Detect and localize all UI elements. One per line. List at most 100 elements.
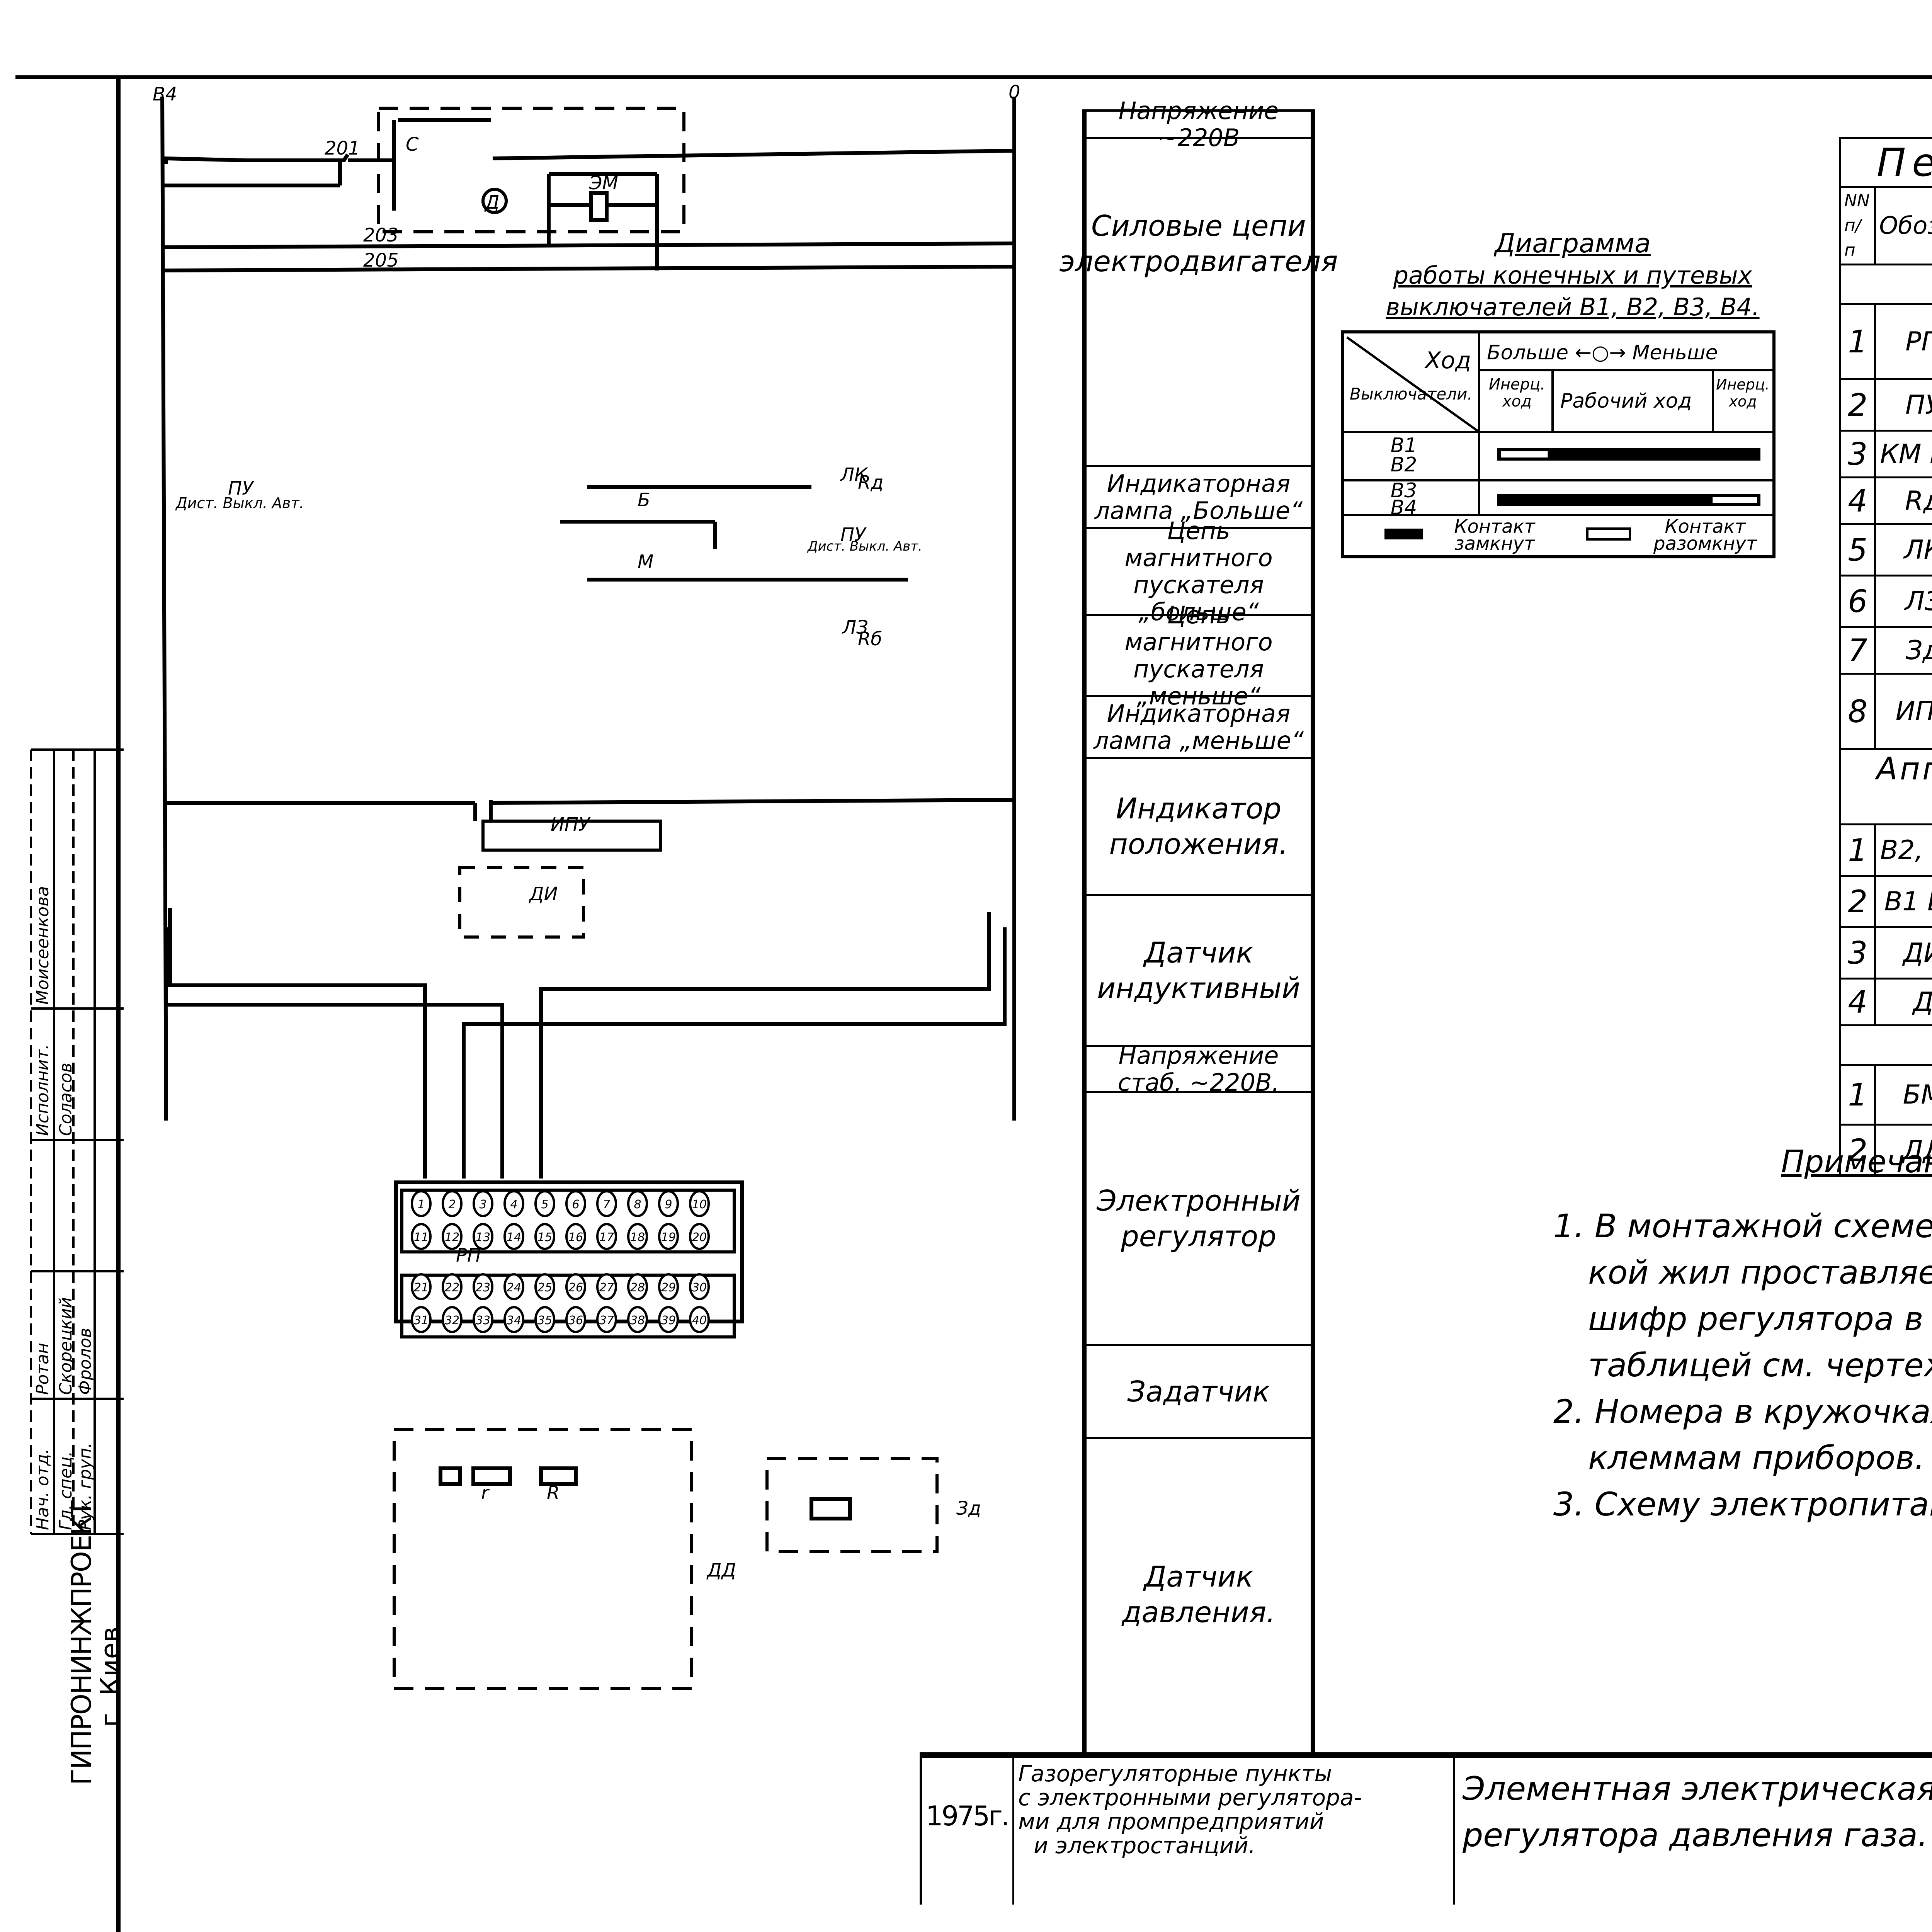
regulator-terminal: [565, 1190, 586, 1217]
relay-m: М: [638, 551, 653, 573]
bus-label-left: В4: [153, 83, 177, 105]
title-block-year-cell: 1975г.: [920, 1758, 1015, 1905]
section-title: Аппаратура местная: [1839, 1024, 1932, 1066]
regulator-terminal-label: 4: [510, 1198, 517, 1211]
regulator-terminal-label: 25: [537, 1281, 552, 1294]
drawing-title-line: Элементная электрическая схема: [1463, 1770, 1932, 1808]
regulator-terminal-label: 19: [661, 1231, 676, 1244]
title-block-description-cell: Газорегуляторные пункты с электронными р…: [1012, 1758, 1455, 1905]
table-row: 3КМ КБКнопка управления2Входит в блок уп…: [1839, 430, 1932, 478]
table-cell-code: Rд: [1874, 476, 1932, 525]
regulator-terminal-label: 6: [572, 1198, 579, 1211]
table-cell-n: 4: [1839, 978, 1876, 1026]
regulator-terminal-label: 9: [665, 1198, 672, 1211]
lamp-lz: ЛЗ: [842, 617, 868, 638]
legend-contact-closed: Контакт замкнут: [1454, 516, 1535, 554]
switch-diagram-title-line: работы конечных и путевых: [1393, 261, 1752, 289]
switch-positions: Дист. Выкл. Авт.: [175, 495, 304, 512]
regulator-terminal-label: 8: [634, 1198, 641, 1211]
regulator-terminal: [503, 1223, 524, 1250]
regulator-terminal-label: 22: [445, 1281, 459, 1294]
table-cell-n: 7: [1839, 626, 1876, 675]
stamp-name: Соласов: [56, 1063, 76, 1136]
legend-cell: Электронный регулятор: [1087, 1093, 1311, 1346]
switch-diagram-corner-top: Ход: [1425, 347, 1471, 374]
regulator-terminal: [627, 1273, 648, 1300]
table-cell-code: ДИ: [1874, 926, 1932, 980]
regulator-terminal-label: 27: [599, 1281, 614, 1294]
resistor-r-small: r: [481, 1482, 490, 1504]
regulator-terminal-label: 33: [476, 1314, 490, 1327]
stamp-name: Ротан: [33, 1343, 53, 1395]
regulator-terminal: [627, 1223, 648, 1250]
terminal: [481, 188, 508, 214]
regulator-terminal: [658, 1223, 679, 1250]
equipment-table-header: NN п/п Обозн. Наименование Тип Кол. Техн…: [1839, 186, 1932, 265]
approval-stamp: Нач. отд. Гл. спец. Рук. груп. Ротан Ско…: [15, 742, 126, 1785]
title-block-drawing-title-cell: Элементная электрическая схема регулятор…: [1453, 1758, 1932, 1905]
regulator-terminal: [658, 1306, 679, 1333]
note-line: клеммам приборов.: [1588, 1439, 1925, 1477]
wire-205: 205: [363, 250, 399, 271]
regulator-terminal: [473, 1306, 493, 1333]
regulator-terminal: [473, 1273, 493, 1300]
table-section-header: Аппаратура на щите: [1839, 264, 1932, 305]
regulator-terminal-label: 21: [414, 1281, 429, 1294]
regulator-terminal: [503, 1273, 524, 1300]
resistor-rb: Rб: [858, 628, 882, 650]
table-cell-code: КМ КБ: [1874, 430, 1932, 478]
legend-cell: Датчик давления.: [1122, 1560, 1276, 1629]
frame-left: [116, 75, 121, 1932]
regulator-terminal: [596, 1273, 617, 1300]
wire-203: 203: [363, 224, 399, 246]
contact-open-bar: [1501, 451, 1548, 457]
stamp-name: Моисеенкова: [33, 886, 53, 1005]
switch-diagram-phase: Рабочий ход: [1560, 389, 1692, 413]
setpoint-label: Зд: [956, 1498, 981, 1519]
title-block: 1975г. Газорегуляторные пункты с электро…: [920, 1752, 1932, 1905]
regulator-terminal-label: 23: [476, 1281, 490, 1294]
project-description-line: ми для промпредприятий: [1018, 1808, 1324, 1835]
table-row: 2ДДМанометр бесшкальный.МЭД1: [1839, 1124, 1932, 1177]
circuit-legend: Напряжение ~220В Силовые цепи электродви…: [1059, 97, 1338, 1756]
regulator-terminal: [658, 1190, 679, 1217]
table-cell-code: В2, В3: [1874, 823, 1932, 877]
switch-diagram-phase: Инерц. ход: [1488, 376, 1545, 410]
regulator-terminal: [473, 1190, 493, 1217]
column-header: NN п/п: [1839, 186, 1876, 265]
regulator-terminal: [442, 1306, 463, 1333]
regulator-terminal-label: 14: [507, 1231, 521, 1244]
regulator-terminal: [503, 1306, 524, 1333]
table-cell-n: 1: [1839, 1064, 1876, 1126]
table-cell-n: 2: [1839, 378, 1876, 432]
regulator-terminal-label: 13: [476, 1231, 490, 1244]
note-line: шифр регулятора в соответствии с: [1588, 1300, 1932, 1338]
table-cell-code: В1 В4: [1874, 875, 1932, 928]
regulator-terminal-label: 28: [630, 1281, 645, 1294]
table-cell-n: 6: [1839, 575, 1876, 628]
table-row: 4ДЭлектродвигательДАУ-101: [1839, 978, 1932, 1026]
note-line: таблицей см. чертеж АТ-5.: [1588, 1346, 1932, 1384]
switch-label-right: ПУ: [840, 524, 867, 546]
table-cell-code: Зд: [1874, 626, 1932, 675]
table-cell-code: ЛЗ: [1874, 575, 1932, 628]
regulator-terminal: [442, 1223, 463, 1250]
stamp-role: Исполнит.: [33, 1044, 53, 1136]
bus-label-right: 0: [1009, 82, 1020, 103]
notes-title: Примечания: [1781, 1144, 1932, 1180]
table-cell-code: ИПУ: [1874, 673, 1932, 750]
regulator-terminal-label: 20: [692, 1231, 707, 1244]
table-row: 1БММагнитный пускательМКР-0-581~220В =24…: [1839, 1064, 1932, 1126]
wire-201: 201: [325, 138, 360, 159]
regulator-terminal-label: 40: [692, 1314, 707, 1327]
stamp-name: Фролов: [75, 1328, 95, 1395]
year: 1975г.: [926, 1800, 1010, 1832]
table-cell-code: ДД: [1874, 1124, 1932, 1177]
switch-diagram-title: Диаграмма работы конечных и путевых выкл…: [1349, 228, 1797, 323]
legend-cell: Задатчик: [1087, 1346, 1311, 1439]
switch-diagram: Ход Выключатели. Больше ←○→ Меньше Инерц…: [1341, 330, 1776, 558]
table-cell-n: 2: [1839, 1124, 1876, 1177]
legend-cell: Цепь магнитного пускателя „больше“: [1087, 517, 1311, 626]
note-line: 2. Номера в кружочках соответствуют: [1553, 1393, 1932, 1430]
table-row: 1РПЭлектронный регулирующий приборРПИБ4-…: [1839, 303, 1932, 380]
